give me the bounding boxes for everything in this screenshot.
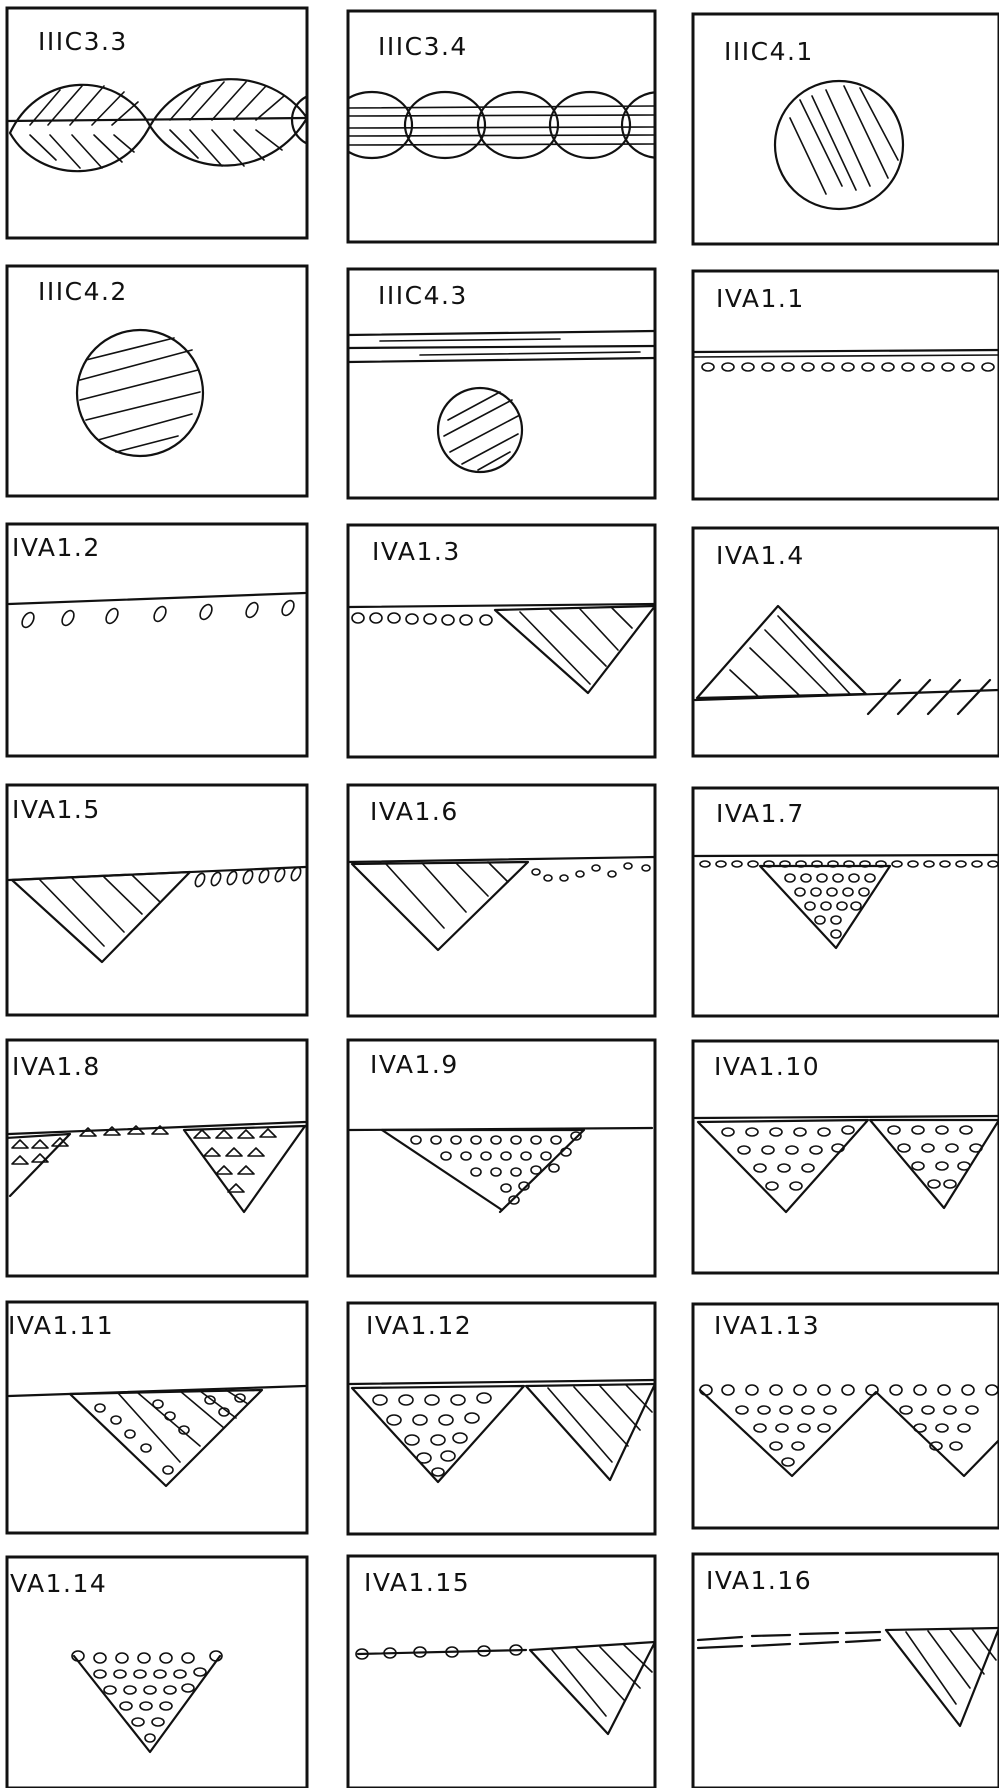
panel-IIIC4-1: IIIC4.1 xyxy=(693,14,999,244)
line-with-dots-motif xyxy=(693,350,999,371)
panel-IVA1-6: IVA1.6 xyxy=(348,785,655,1016)
panel-label: IVA1.3 xyxy=(372,537,461,566)
panel-IVA1-2: IVA1.2 xyxy=(7,524,307,756)
panel-label: IVA1.1 xyxy=(716,284,805,313)
panel-label: IVA1.8 xyxy=(12,1052,101,1081)
panel-label: IIIC4.1 xyxy=(724,37,814,66)
panel-label: IVA1.7 xyxy=(716,799,805,828)
panel-label: IVA1.16 xyxy=(706,1566,812,1595)
dotted-triangle-motif xyxy=(72,1651,222,1752)
panel-IVA1-15: IVA1.15 xyxy=(348,1556,655,1788)
panel-label: IVA1.5 xyxy=(12,795,101,824)
panel-IVA1-11: IVA1.11 xyxy=(7,1302,307,1533)
panel-IVA1-12: IVA1.12 xyxy=(348,1303,655,1534)
panel-label: IVA1.11 xyxy=(8,1311,114,1340)
dotted-and-hatched-triangles-motif xyxy=(350,1380,655,1482)
double-dotted-triangles-motif xyxy=(695,1116,999,1212)
dashes-and-triangle-motif xyxy=(698,1628,999,1726)
line-with-spaced-dots-motif xyxy=(9,593,305,629)
panel-label: IVA1.15 xyxy=(364,1568,470,1597)
panel-IIIC3-3: IIIC3.3 xyxy=(7,8,344,238)
panel-IVA1-9: IVA1.9 xyxy=(348,1040,655,1276)
panel-IVA1-3: IVA1.3 xyxy=(348,525,655,757)
hatched-disc-motif xyxy=(77,330,203,456)
panel-IVA1-5: IVA1.5 xyxy=(7,785,307,1015)
dots-and-triangle-motif xyxy=(350,604,655,693)
panel-label: IVA1.9 xyxy=(370,1050,459,1079)
panel-IVA1-16: IVA1.16 xyxy=(693,1554,999,1788)
triangle-and-scattered-dots-motif xyxy=(348,857,655,950)
panel-label: IIIC4.2 xyxy=(38,277,128,306)
dotted-zigzag-triangles-motif xyxy=(700,1385,999,1476)
panel-IVA1-10: IVA1.10 xyxy=(693,1041,999,1273)
panel-label: IIIC4.3 xyxy=(378,281,468,310)
panel-label: IVA1.13 xyxy=(714,1311,820,1340)
small-triangles-motif xyxy=(6,1122,305,1212)
panel-IIIC3-4: IIIC3.4 xyxy=(332,11,698,242)
panel-IVA1-1: IVA1.1 xyxy=(693,271,999,499)
panel-label: IVA1.12 xyxy=(366,1311,472,1340)
triangle-and-dots-motif xyxy=(9,866,305,962)
panel-label: VA1.14 xyxy=(10,1569,107,1598)
panel-label: IVA1.2 xyxy=(12,533,101,562)
panel-label: IVA1.6 xyxy=(370,797,459,826)
panel-IVA1-13: IVA1.13 xyxy=(693,1304,999,1528)
hatched-dotted-triangle-motif xyxy=(9,1386,305,1486)
dots-and-dotted-triangle-motif xyxy=(695,855,999,948)
panel-IIIC4-3: IIIC4.3 xyxy=(348,269,655,498)
panel-IIIC4-2: IIIC4.2 xyxy=(7,266,307,496)
panel-label: IIIC3.4 xyxy=(378,32,468,61)
bead-line-and-triangle-motif xyxy=(356,1642,655,1734)
triangle-and-slashes-motif xyxy=(695,606,999,714)
leaf-chain-motif xyxy=(7,79,344,171)
panel-VA1-14: VA1.14 xyxy=(7,1557,307,1788)
panel-IVA1-7: IVA1.7 xyxy=(693,788,999,1016)
panel-label: IIIC3.3 xyxy=(38,27,128,56)
panel-IVA1-4: IVA1.4 xyxy=(693,528,999,756)
hatched-disc-motif xyxy=(775,81,903,209)
band-and-disc-motif xyxy=(348,331,655,472)
bead-chain-motif xyxy=(332,92,698,158)
dotted-triangle-motif xyxy=(350,1128,652,1212)
panel-label: IVA1.4 xyxy=(716,541,805,570)
panel-IVA1-8: IVA1.8 xyxy=(6,1040,307,1276)
panel-label: IVA1.10 xyxy=(714,1052,820,1081)
